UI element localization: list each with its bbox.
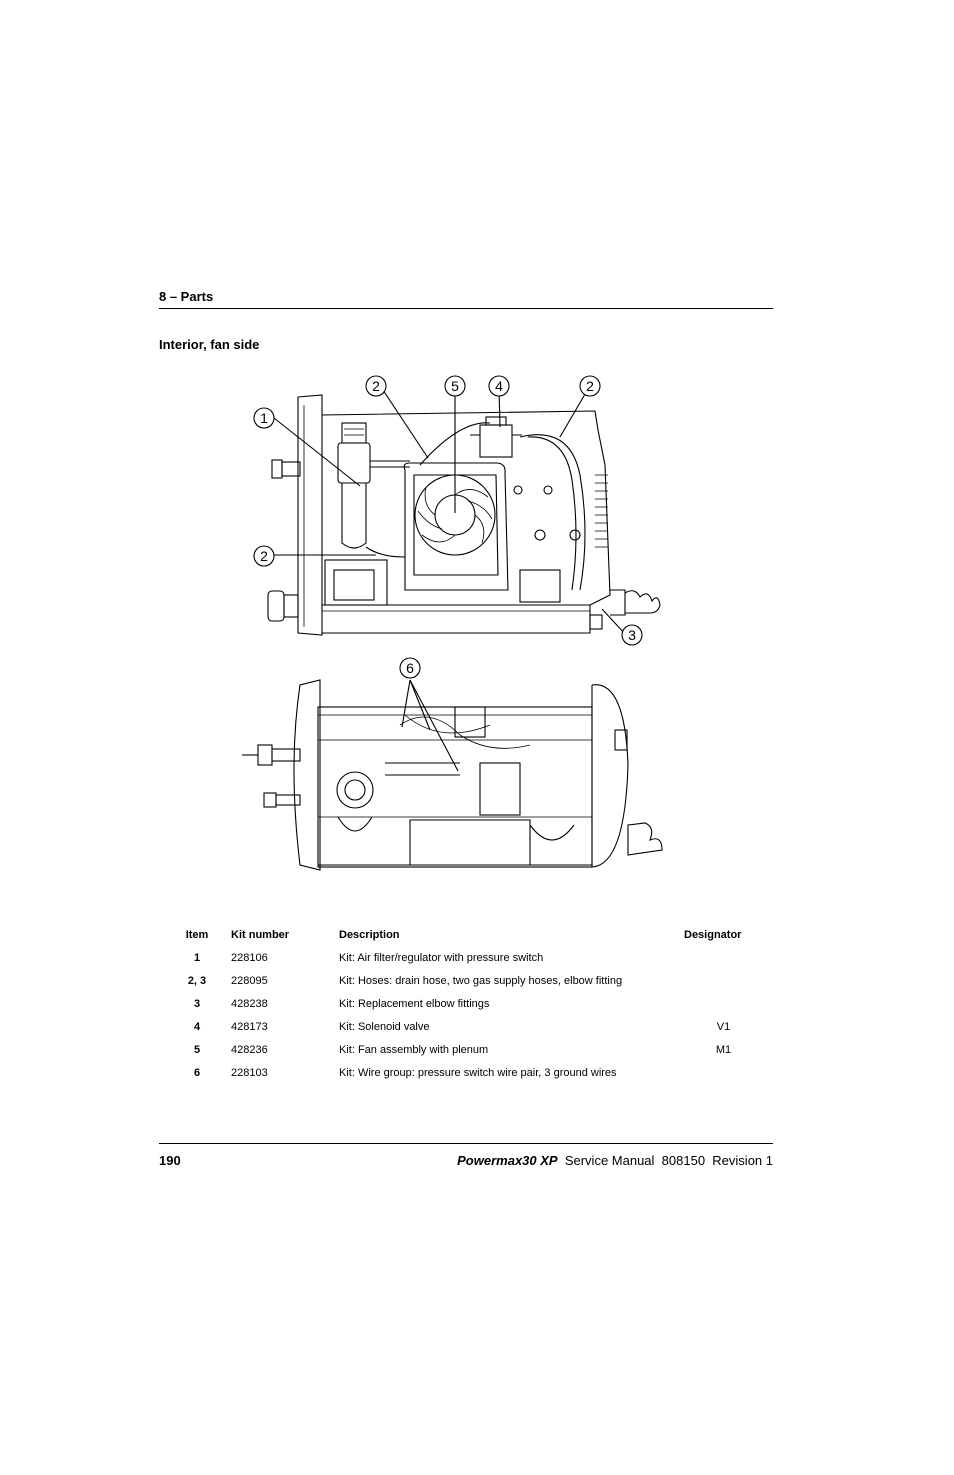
- callout-item-2-right: 2: [579, 375, 601, 397]
- row-description: Kit: Solenoid valve: [339, 1021, 430, 1033]
- row-item: 1: [193, 952, 201, 964]
- svg-text:2: 2: [372, 378, 380, 394]
- row-item: 2, 3: [187, 975, 207, 987]
- manual-revision: Revision 1: [712, 1153, 773, 1168]
- svg-text:2: 2: [260, 548, 268, 564]
- upper-view-drawing: [267, 394, 661, 636]
- manual-type: Service Manual: [564, 1153, 655, 1168]
- callout-item-4: 4: [488, 375, 510, 397]
- row-designator: V1: [716, 1021, 731, 1033]
- leader-lines-lower: [401, 679, 459, 772]
- row-description: Kit: Wire group: pressure switch wire pa…: [339, 1067, 617, 1079]
- svg-text:1: 1: [260, 410, 268, 426]
- table-row: 5 428236 Kit: Fan assembly with plenum M…: [163, 1044, 763, 1067]
- row-kit-number: 228106: [231, 952, 268, 964]
- table-row: 3 428238 Kit: Replacement elbow fittings: [163, 998, 763, 1021]
- row-kit-number: 428236: [231, 1044, 268, 1056]
- table-row: 2, 3 228095 Kit: Hoses: drain hose, two …: [163, 975, 763, 998]
- footer-rule: [159, 1143, 773, 1144]
- row-designator: M1: [715, 1044, 732, 1056]
- svg-text:5: 5: [451, 378, 459, 394]
- callout-item-5: 5: [444, 375, 466, 397]
- row-item: 4: [193, 1021, 201, 1033]
- leader-lines-upper: [273, 386, 627, 636]
- callout-item-1: 1: [253, 407, 275, 429]
- product-name: Powermax30 XP: [457, 1153, 558, 1168]
- row-item: 5: [193, 1044, 201, 1056]
- row-kit-number: 428173: [231, 1021, 268, 1033]
- lower-view-drawing: [242, 679, 663, 871]
- row-item: 3: [193, 998, 201, 1010]
- chapter-header: 8 – Parts: [159, 289, 214, 304]
- callout-item-2-top: 2: [365, 375, 387, 397]
- col-description-header: Description: [339, 929, 400, 941]
- col-item-header: Item: [185, 929, 209, 941]
- table-row: 6 228103 Kit: Wire group: pressure switc…: [163, 1067, 763, 1090]
- row-kit-number: 428238: [231, 998, 268, 1010]
- row-designator: [684, 1067, 763, 1090]
- interior-fan-side-illustration: 1 2 2 5 4 2 3 6: [242, 375, 663, 871]
- svg-text:4: 4: [495, 378, 503, 394]
- row-designator: [684, 975, 763, 998]
- manual-part-number: 808150: [661, 1153, 706, 1168]
- svg-text:2: 2: [586, 378, 594, 394]
- col-kit-header: Kit number: [231, 929, 290, 941]
- row-kit-number: 228095: [231, 975, 268, 987]
- header-rule: [159, 308, 773, 309]
- svg-text:3: 3: [628, 627, 636, 643]
- row-designator: [684, 952, 763, 975]
- svg-text:6: 6: [406, 660, 414, 676]
- row-description: Kit: Hoses: drain hose, two gas supply h…: [339, 975, 623, 987]
- table-row: 1 228106 Kit: Air filter/regulator with …: [163, 952, 763, 975]
- row-description: Kit: Air filter/regulator with pressure …: [339, 952, 544, 964]
- row-description: Kit: Replacement elbow fittings: [339, 998, 490, 1010]
- footer-document-info: Powermax30 XP Service Manual 808150 Revi…: [457, 1153, 773, 1168]
- parts-table: Item Kit number Description Designator 1…: [163, 929, 763, 1090]
- row-item: 6: [193, 1067, 201, 1079]
- table-header-row: Item Kit number Description Designator: [163, 929, 763, 952]
- callout-item-6: 6: [399, 657, 421, 679]
- callout-item-2-left: 2: [253, 545, 275, 567]
- callout-item-3: 3: [621, 624, 643, 646]
- row-kit-number: 228103: [231, 1067, 268, 1079]
- section-title: Interior, fan side: [159, 337, 260, 352]
- row-description: Kit: Fan assembly with plenum: [339, 1044, 489, 1056]
- row-designator: [684, 998, 763, 1021]
- page-number: 190: [159, 1153, 181, 1168]
- table-row: 4 428173 Kit: Solenoid valve V1: [163, 1021, 763, 1044]
- col-designator-header: Designator: [684, 929, 742, 941]
